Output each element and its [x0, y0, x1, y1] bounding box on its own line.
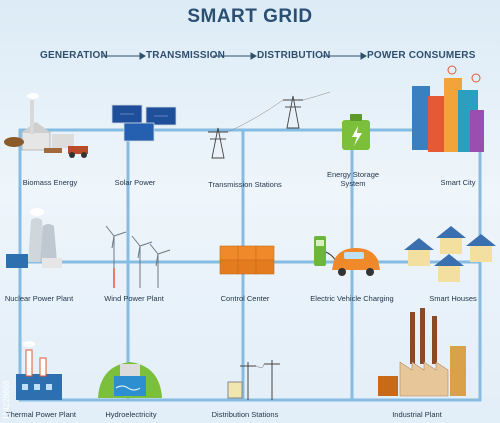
label-control-center: Control Center: [220, 294, 270, 303]
label-nuclear: Nuclear Power Plant: [4, 294, 74, 303]
stage-power-consumers: POWER CONSUMERS: [367, 50, 476, 61]
label-smart-houses: Smart Houses: [429, 294, 477, 303]
smart-houses-icon: [404, 226, 496, 282]
stage-generation: GENERATION: [40, 50, 108, 61]
distribution-pole-icon: [227, 360, 280, 400]
biomass-plant-icon: [4, 93, 88, 158]
label-biomass: Biomass Energy: [22, 178, 78, 187]
label-energy-storage: Energy Storage System: [326, 170, 380, 188]
transmission-tower-icon: [208, 91, 331, 159]
flow-arrows: [102, 52, 367, 60]
nuclear-plant-icon: [6, 208, 62, 268]
ev-charging-icon: [314, 236, 380, 276]
industrial-plant-icon: [378, 308, 466, 397]
label-industrial: Industrial Plant: [392, 410, 442, 419]
hydro-dam-icon: [98, 362, 162, 398]
thermal-plant-icon: [16, 341, 62, 400]
solar-panels-icon: [111, 104, 177, 142]
label-hydro: Hydroelectricity: [105, 410, 157, 419]
diagram-title: SMART GRID: [187, 6, 313, 27]
wind-turbines-icon: [105, 225, 171, 288]
stage-distribution: DISTRIBUTION: [257, 50, 331, 61]
label-smart-city: Smart City: [440, 178, 476, 187]
label-thermal: Thermal Power Plant: [5, 410, 77, 419]
label-wind: Wind Power Plant: [104, 294, 164, 303]
smart-city-buildings-icon: [412, 65, 484, 152]
label-distribution-stations: Distribution Stations: [211, 410, 279, 419]
label-ev-charging: Electric Vehicle Charging: [310, 294, 394, 303]
stage-transmission: TRANSMISSION: [146, 50, 226, 61]
label-solar: Solar Power: [114, 178, 156, 187]
label-transmission-stations: Transmission Stations: [208, 180, 282, 189]
control-center-icon: [219, 245, 275, 275]
battery-storage-icon: [342, 114, 370, 150]
watermark-id: 114228668: [2, 380, 11, 420]
